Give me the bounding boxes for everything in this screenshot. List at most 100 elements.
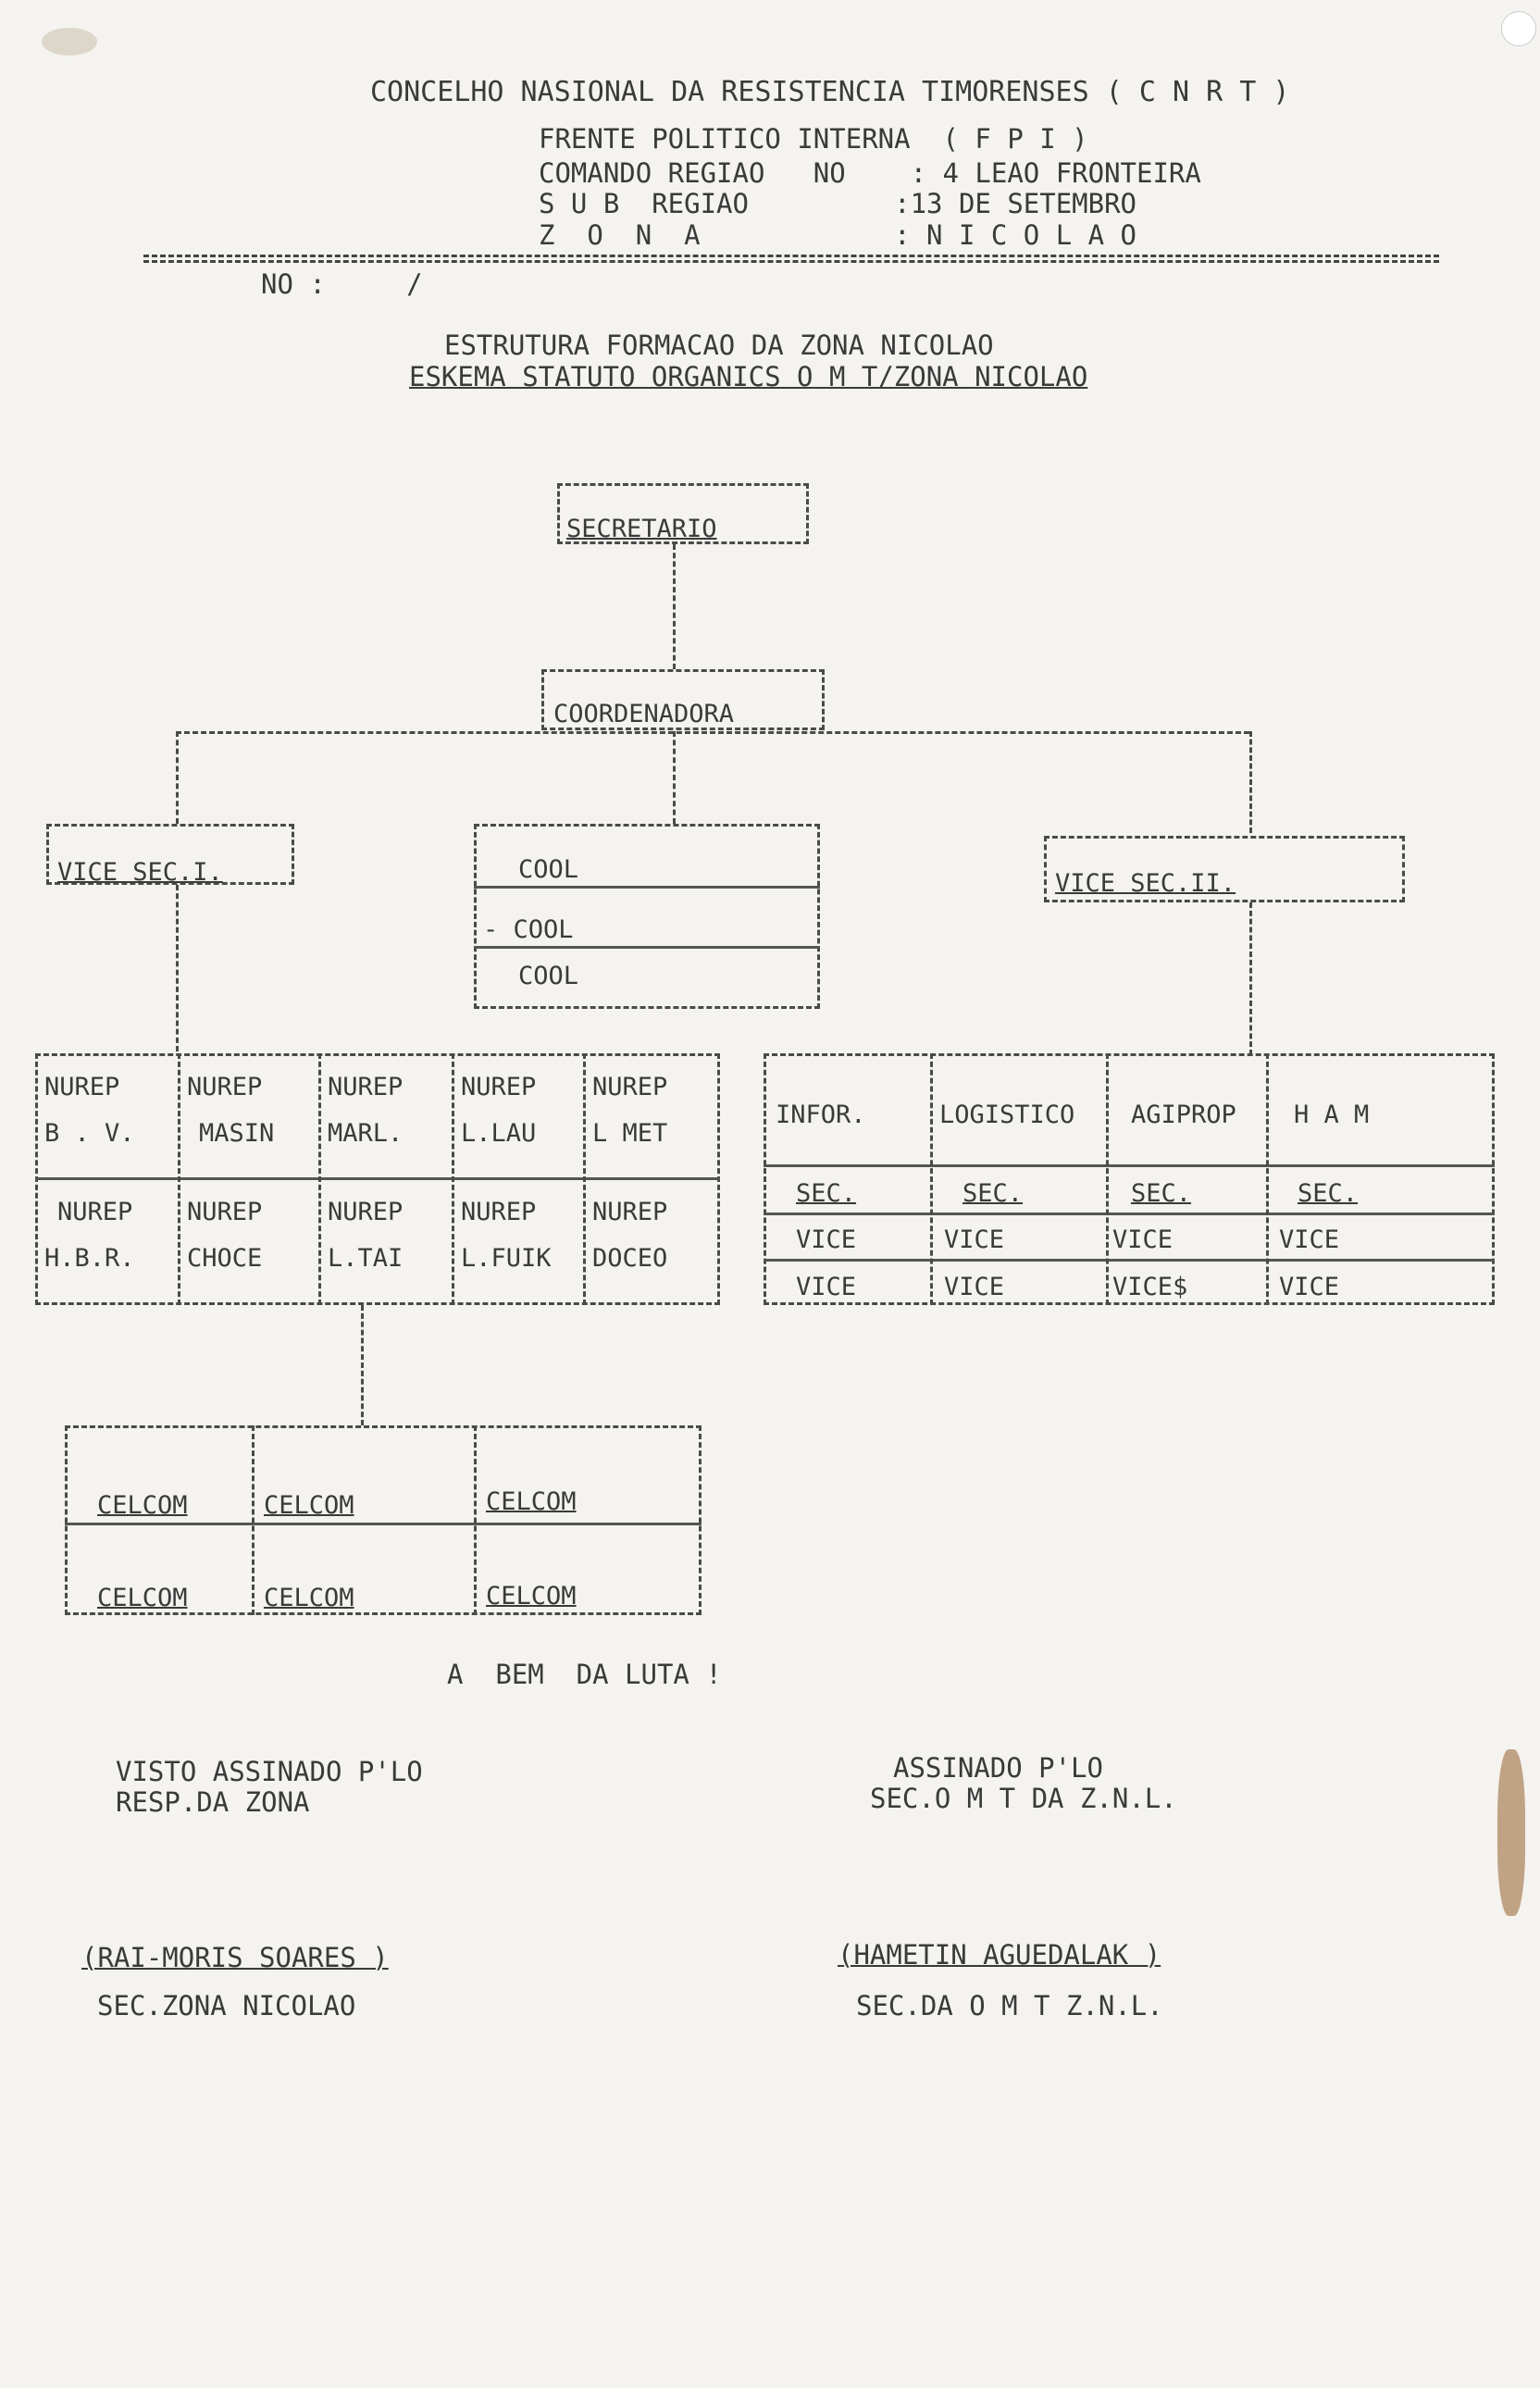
- dept-divider-1: [764, 1164, 1495, 1167]
- nurep-2-5-loc: DOCEO: [592, 1244, 668, 1273]
- header-region: COMANDO REGIAO NO : 4 LEAO FRONTEIRA: [539, 157, 1201, 189]
- nurep-1-5-loc: L MET: [592, 1119, 668, 1148]
- celcom-1: CELCOM: [97, 1491, 188, 1520]
- dept-infor-vice-2: VICE: [796, 1273, 857, 1301]
- closing-motto: A BEM DA LUTA !: [447, 1659, 722, 1690]
- nurep-2-3: NUREP: [328, 1198, 404, 1226]
- nurep-2-1-loc: H.B.R.: [44, 1244, 135, 1273]
- dept-ham-vice-2: VICE: [1279, 1273, 1340, 1301]
- nurep-1-4: NUREP: [461, 1073, 537, 1101]
- nurep-col-divider-1: [178, 1053, 180, 1305]
- celcom-3: CELCOM: [486, 1487, 577, 1516]
- header-divider-2: [143, 260, 1439, 263]
- dept-agiprop-vice-1: VICE: [1112, 1225, 1174, 1254]
- punch-hole: [1501, 11, 1536, 46]
- nurep-1-4-loc: L.LAU: [461, 1119, 537, 1148]
- rust-stain: [1497, 1749, 1525, 1916]
- header-zone: Z O N A : N I C O L A O: [539, 219, 1137, 251]
- header-front: FRENTE POLITICO INTERNA ( F P I ): [539, 123, 1088, 155]
- celcom-6: CELCOM: [486, 1582, 577, 1611]
- secretario-box: [557, 483, 809, 544]
- nurep-row-divider: [35, 1177, 720, 1180]
- dept-agiprop: AGIPROP: [1131, 1101, 1236, 1129]
- nurep-2-2: NUREP: [187, 1198, 263, 1226]
- nurep-1-3-loc: MARL.: [328, 1119, 404, 1148]
- cool-label-2: - COOL: [483, 915, 574, 944]
- header-subregion: S U B REGIAO :13 DE SETEMBRO: [539, 188, 1137, 219]
- connector-vice-sec-2-depts: [1249, 902, 1252, 1055]
- secretario-label: SECRETARIO: [566, 515, 717, 543]
- dept-col-divider-1: [930, 1053, 933, 1305]
- nurep-2-3-loc: L.TAI: [328, 1244, 404, 1273]
- cool-divider-1: [474, 886, 820, 889]
- nurep-col-divider-2: [318, 1053, 321, 1305]
- vice-sec-1-box: [46, 824, 294, 885]
- dept-col-divider-3: [1266, 1053, 1269, 1305]
- document-number: NO : /: [261, 268, 423, 300]
- sign-left-name: (RAI-MORIS SOARES ): [81, 1942, 389, 1973]
- header-org-name: CONCELHO NASIONAL DA RESISTENCIA TIMOREN…: [370, 76, 1290, 108]
- nurep-1-2: NUREP: [187, 1073, 263, 1101]
- dept-col-divider-2: [1106, 1053, 1109, 1305]
- dept-logistico-sec: SEC.: [962, 1179, 1024, 1208]
- connector-to-vice-sec-1: [176, 731, 179, 824]
- departments-grid: [764, 1053, 1495, 1305]
- coordenadora-box: [541, 669, 825, 730]
- sign-left-line2: RESP.DA ZONA: [116, 1786, 310, 1818]
- cool-box: [474, 824, 820, 1009]
- dept-infor-vice-1: VICE: [796, 1225, 857, 1254]
- header-divider: [143, 255, 1439, 257]
- vice-sec-1-label: VICE SEC.I.: [57, 858, 223, 887]
- dept-infor: INFOR.: [776, 1101, 866, 1129]
- dept-agiprop-vice-2: VICE$: [1112, 1273, 1188, 1301]
- dept-logistico-vice-1: VICE: [944, 1225, 1005, 1254]
- celcom-grid: [65, 1425, 702, 1615]
- cool-label-1: COOL: [518, 855, 579, 884]
- nurep-1-3: NUREP: [328, 1073, 404, 1101]
- nurep-2-2-loc: CHOCE: [187, 1244, 263, 1273]
- dept-agiprop-sec: SEC.: [1131, 1179, 1192, 1208]
- celcom-5: CELCOM: [264, 1584, 354, 1612]
- nurep-1-2-loc: MASIN: [199, 1119, 275, 1148]
- sign-right-title: SEC.DA O M T Z.N.L.: [856, 1990, 1163, 2021]
- sign-right-line2: SEC.O M T DA Z.N.L.: [870, 1783, 1177, 1814]
- nurep-2-4: NUREP: [461, 1198, 537, 1226]
- dept-divider-2: [764, 1213, 1495, 1215]
- nurep-2-5: NUREP: [592, 1198, 668, 1226]
- nurep-2-4-loc: L.FUIK: [461, 1244, 552, 1273]
- celcom-4: CELCOM: [97, 1584, 188, 1612]
- connector-secretario-coordenadora: [673, 544, 676, 669]
- nurep-1-1: NUREP: [44, 1073, 120, 1101]
- doc-title: ESTRUTURA FORMACAO DA ZONA NICOLAO: [444, 330, 994, 361]
- nurep-2-1: NUREP: [57, 1198, 133, 1226]
- connector-to-cool: [673, 731, 676, 824]
- nurep-col-divider-4: [583, 1053, 586, 1305]
- coordenadora-label: COORDENADORA: [553, 700, 735, 728]
- sign-right-name: (HAMETIN AGUEDALAK ): [838, 1939, 1161, 1971]
- dept-ham: H A M: [1294, 1101, 1370, 1129]
- ink-stain: [42, 28, 97, 56]
- nurep-1-1-loc: B . V.: [44, 1119, 135, 1148]
- celcom-col-divider-1: [252, 1425, 255, 1615]
- cool-divider-2: [474, 946, 820, 949]
- doc-subtitle: ESKEMA STATUTO ORGANICS O M T/ZONA NICOL…: [409, 361, 1088, 392]
- nurep-1-5: NUREP: [592, 1073, 668, 1101]
- connector-branch-line: [176, 731, 1249, 734]
- dept-logistico-vice-2: VICE: [944, 1273, 1005, 1301]
- dept-ham-sec: SEC.: [1298, 1179, 1359, 1208]
- sign-right-line1: ASSINADO P'LO: [893, 1752, 1103, 1784]
- vice-sec-2-box: [1044, 836, 1405, 902]
- sign-left-title: SEC.ZONA NICOLAO: [97, 1990, 356, 2021]
- connector-nurep-celcom: [361, 1305, 364, 1425]
- nurep-col-divider-3: [452, 1053, 454, 1305]
- sign-left-line1: VISTO ASSINADO P'LO: [116, 1756, 423, 1787]
- vice-sec-2-label: VICE SEC.II.: [1055, 869, 1236, 898]
- celcom-2: CELCOM: [264, 1491, 354, 1520]
- celcom-col-divider-2: [474, 1425, 477, 1615]
- dept-infor-sec: SEC.: [796, 1179, 857, 1208]
- cool-label-3: COOL: [518, 962, 579, 990]
- connector-vice-sec-1-nurep: [176, 885, 179, 1051]
- dept-ham-vice-1: VICE: [1279, 1225, 1340, 1254]
- connector-to-vice-sec-2: [1249, 731, 1252, 833]
